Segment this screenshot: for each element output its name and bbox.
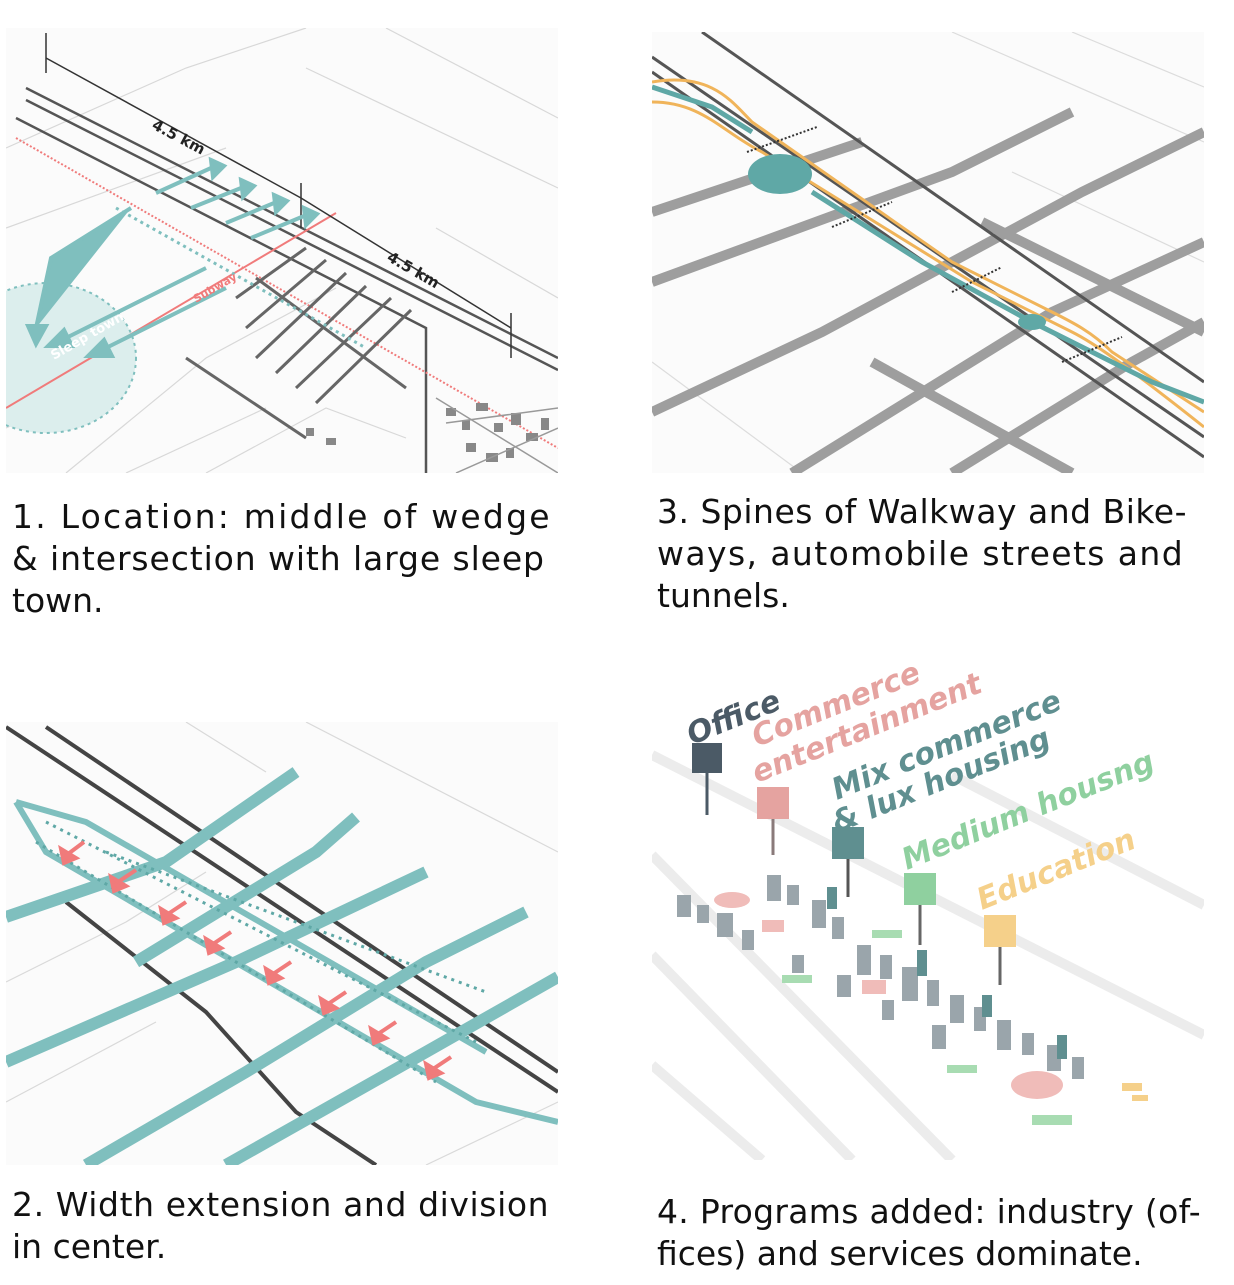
- caption-2-line-2: in center.: [12, 1227, 167, 1266]
- caption-1-line-2: & intersection with large sleep: [12, 539, 545, 578]
- caption-3: 3. Spines of Walkway and Bike- ways, aut…: [657, 491, 1204, 617]
- panel-2-map: [6, 722, 558, 1165]
- caption-4-line-1: 4. Programs added: industry (of-: [657, 1192, 1201, 1231]
- caption-2-line-1: 2. Width extension and division: [12, 1185, 550, 1224]
- width-extension-diagram: [6, 722, 558, 1165]
- caption-1: 1. Location: middle of wedge & intersect…: [12, 496, 557, 622]
- location-diagram: 4.5 km 4.5 km Subway Sleep town: [6, 28, 558, 473]
- caption-3-line-1: 3. Spines of Walkway and Bike-: [657, 492, 1188, 531]
- program-marker-education: [984, 915, 1016, 985]
- program-marker-commerce: [757, 787, 789, 855]
- caption-1-line-1: 1. Location: middle of wedge: [12, 497, 552, 536]
- caption-1-line-3: town.: [12, 581, 104, 620]
- green-plaza: [748, 154, 812, 194]
- program-marker-mix: [832, 827, 864, 897]
- caption-3-line-2: ways, automobile streets and: [657, 534, 1185, 573]
- caption-3-line-3: tunnels.: [657, 576, 790, 615]
- program-marker-medium: [904, 873, 936, 945]
- program-marker-office: [692, 743, 722, 815]
- programs-diagram: Office Commerce entertainment Mix commer…: [652, 655, 1204, 1160]
- panel-4-programs: Office Commerce entertainment Mix commer…: [652, 655, 1204, 1160]
- caption-4-line-2: fices) and services dominate.: [657, 1234, 1143, 1273]
- panel-1-map: 4.5 km 4.5 km Subway Sleep town: [6, 28, 558, 473]
- caption-4: 4. Programs added: industry (of- fices) …: [657, 1191, 1204, 1275]
- spines-diagram: [652, 32, 1204, 473]
- caption-2: 2. Width extension and division in cente…: [12, 1184, 557, 1268]
- panel-3-map: [652, 32, 1204, 473]
